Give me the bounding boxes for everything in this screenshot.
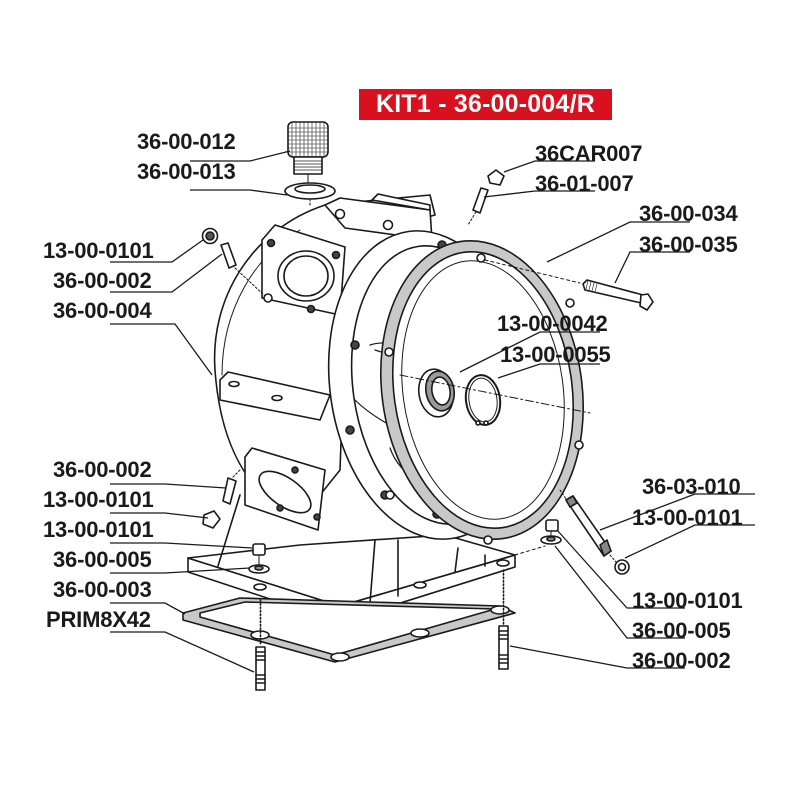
- base-nut-left: [248, 543, 270, 574]
- part-label-13-00-0042: 13-00-0042: [497, 311, 608, 336]
- part-label-13-00-0101-mid: 13-00-0101: [43, 487, 154, 512]
- lower-left-stud: [202, 469, 241, 529]
- part-label-36-00-012: 36-00-012: [137, 129, 236, 154]
- part-label-13-00-0101-right: 13-00-0101: [632, 505, 743, 530]
- part-label-36-00-005-right: 36-00-005: [632, 618, 731, 643]
- flange-gasket-ring: [379, 240, 585, 545]
- part-label-36-00-002-right: 36-00-002: [632, 648, 731, 673]
- part-label-36-00-005-left: 36-00-005: [53, 547, 152, 572]
- part-label-36-00-002-top: 36-00-002: [53, 268, 152, 293]
- part-label-36-00-034: 36-00-034: [639, 201, 738, 226]
- part-label-36-00-035: 36-00-035: [639, 232, 738, 257]
- top-cap-screw: [467, 169, 505, 226]
- part-label-13-00-0055: 13-00-0055: [500, 342, 611, 367]
- stud-bottom-left: [255, 599, 266, 691]
- part-label-13-00-0101-right-base: 13-00-0101: [632, 588, 743, 613]
- right-stud: [559, 489, 630, 575]
- circlip: [464, 374, 502, 426]
- top-left-screw: [201, 227, 266, 297]
- breather-plug: [287, 121, 329, 187]
- part-label-36-00-002-mid: 36-00-002: [53, 457, 152, 482]
- long-bolt: [484, 259, 654, 311]
- part-label-36-03-010: 36-03-010: [642, 474, 741, 499]
- part-label-36-00-013: 36-00-013: [137, 159, 236, 184]
- part-label-13-00-0101-base: 13-00-0101: [43, 517, 154, 542]
- oil-seal: [417, 368, 456, 418]
- part-label-36-00-004: 36-00-004: [53, 298, 152, 323]
- kit-badge: KIT1 - 36-00-004/R: [359, 89, 612, 120]
- breather-washer: [284, 182, 336, 208]
- base-gasket: [182, 597, 516, 663]
- part-label-13-00-0101-top: 13-00-0101: [43, 238, 154, 263]
- part-label-36-01-007: 36-01-007: [535, 171, 634, 196]
- housing-body: [213, 193, 436, 531]
- part-label-36-00-003: 36-00-003: [53, 577, 152, 602]
- part-label-prim8x42: PRIM8X42: [46, 607, 151, 632]
- leader-lines: [110, 150, 755, 673]
- base-nut-right: [514, 519, 562, 556]
- part-label-36car007: 36CAR007: [535, 141, 643, 166]
- stud-bottom-right: [498, 569, 509, 670]
